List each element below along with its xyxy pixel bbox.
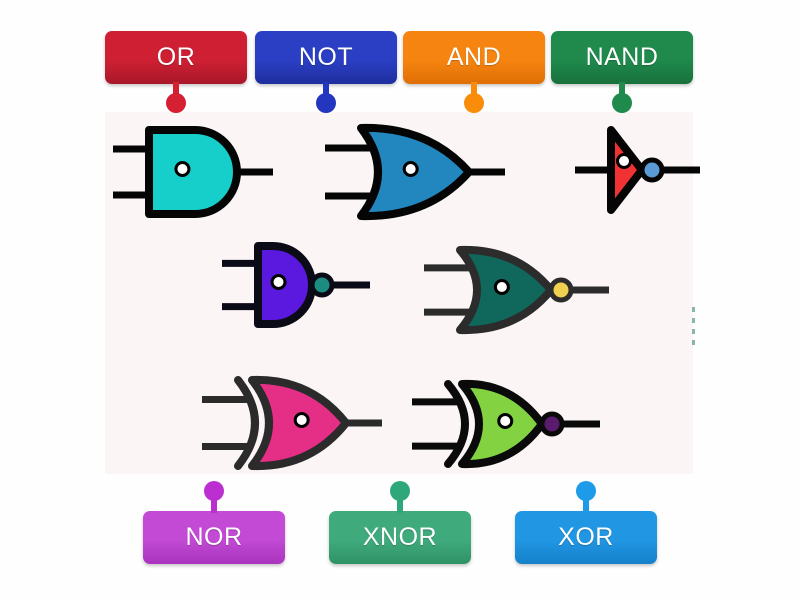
drop-slot-gate-nand[interactable] (270, 273, 288, 291)
label-text-xnor: XNOR (362, 523, 438, 551)
nand-gate[interactable] (222, 240, 370, 330)
label-text-and: AND (446, 43, 502, 71)
draggable-label-and[interactable]: AND (403, 31, 545, 84)
nor-gate[interactable] (424, 244, 609, 336)
or-gate[interactable] (325, 122, 505, 222)
label-text-or: OR (156, 43, 196, 71)
pin-stem-nand (619, 82, 625, 98)
pin-head-xnor[interactable] (390, 481, 410, 501)
pin-head-not[interactable] (316, 93, 336, 113)
not-gate[interactable] (575, 124, 700, 216)
pin-stem-xnor (397, 497, 403, 513)
pin-head-nor[interactable] (204, 481, 224, 501)
pin-head-or[interactable] (166, 93, 186, 113)
label-text-not: NOT (298, 43, 354, 71)
xnor-gate[interactable] (412, 378, 600, 470)
panel-edge-marker (692, 307, 695, 347)
drop-slot-gate-nor[interactable] (493, 278, 511, 296)
pin-head-xor[interactable] (576, 481, 596, 501)
label-text-nand: NAND (585, 43, 659, 71)
gate-image-panel (105, 112, 700, 474)
draggable-label-or[interactable]: OR (105, 31, 247, 84)
and-gate[interactable] (113, 124, 273, 220)
pin-head-nand[interactable] (612, 93, 632, 113)
xor-gate[interactable] (202, 374, 382, 472)
drop-slot-gate-xor[interactable] (293, 411, 311, 429)
pin-stem-and (471, 82, 477, 98)
draggable-label-not[interactable]: NOT (255, 31, 397, 84)
pin-stem-or (173, 82, 179, 98)
label-text-xor: XOR (558, 523, 614, 551)
drop-slot-gate-or[interactable] (402, 160, 420, 178)
draggable-label-nand[interactable]: NAND (551, 31, 693, 84)
pin-stem-xor (583, 497, 589, 513)
draggable-label-nor[interactable]: NOR (143, 511, 285, 564)
drop-slot-gate-not[interactable] (615, 152, 633, 170)
label-text-nor: NOR (185, 523, 243, 551)
draggable-label-xor[interactable]: XOR (515, 511, 657, 564)
pin-head-and[interactable] (464, 93, 484, 113)
draggable-label-xnor[interactable]: XNOR (329, 511, 471, 564)
pin-stem-not (323, 82, 329, 98)
pin-stem-nor (211, 497, 217, 513)
